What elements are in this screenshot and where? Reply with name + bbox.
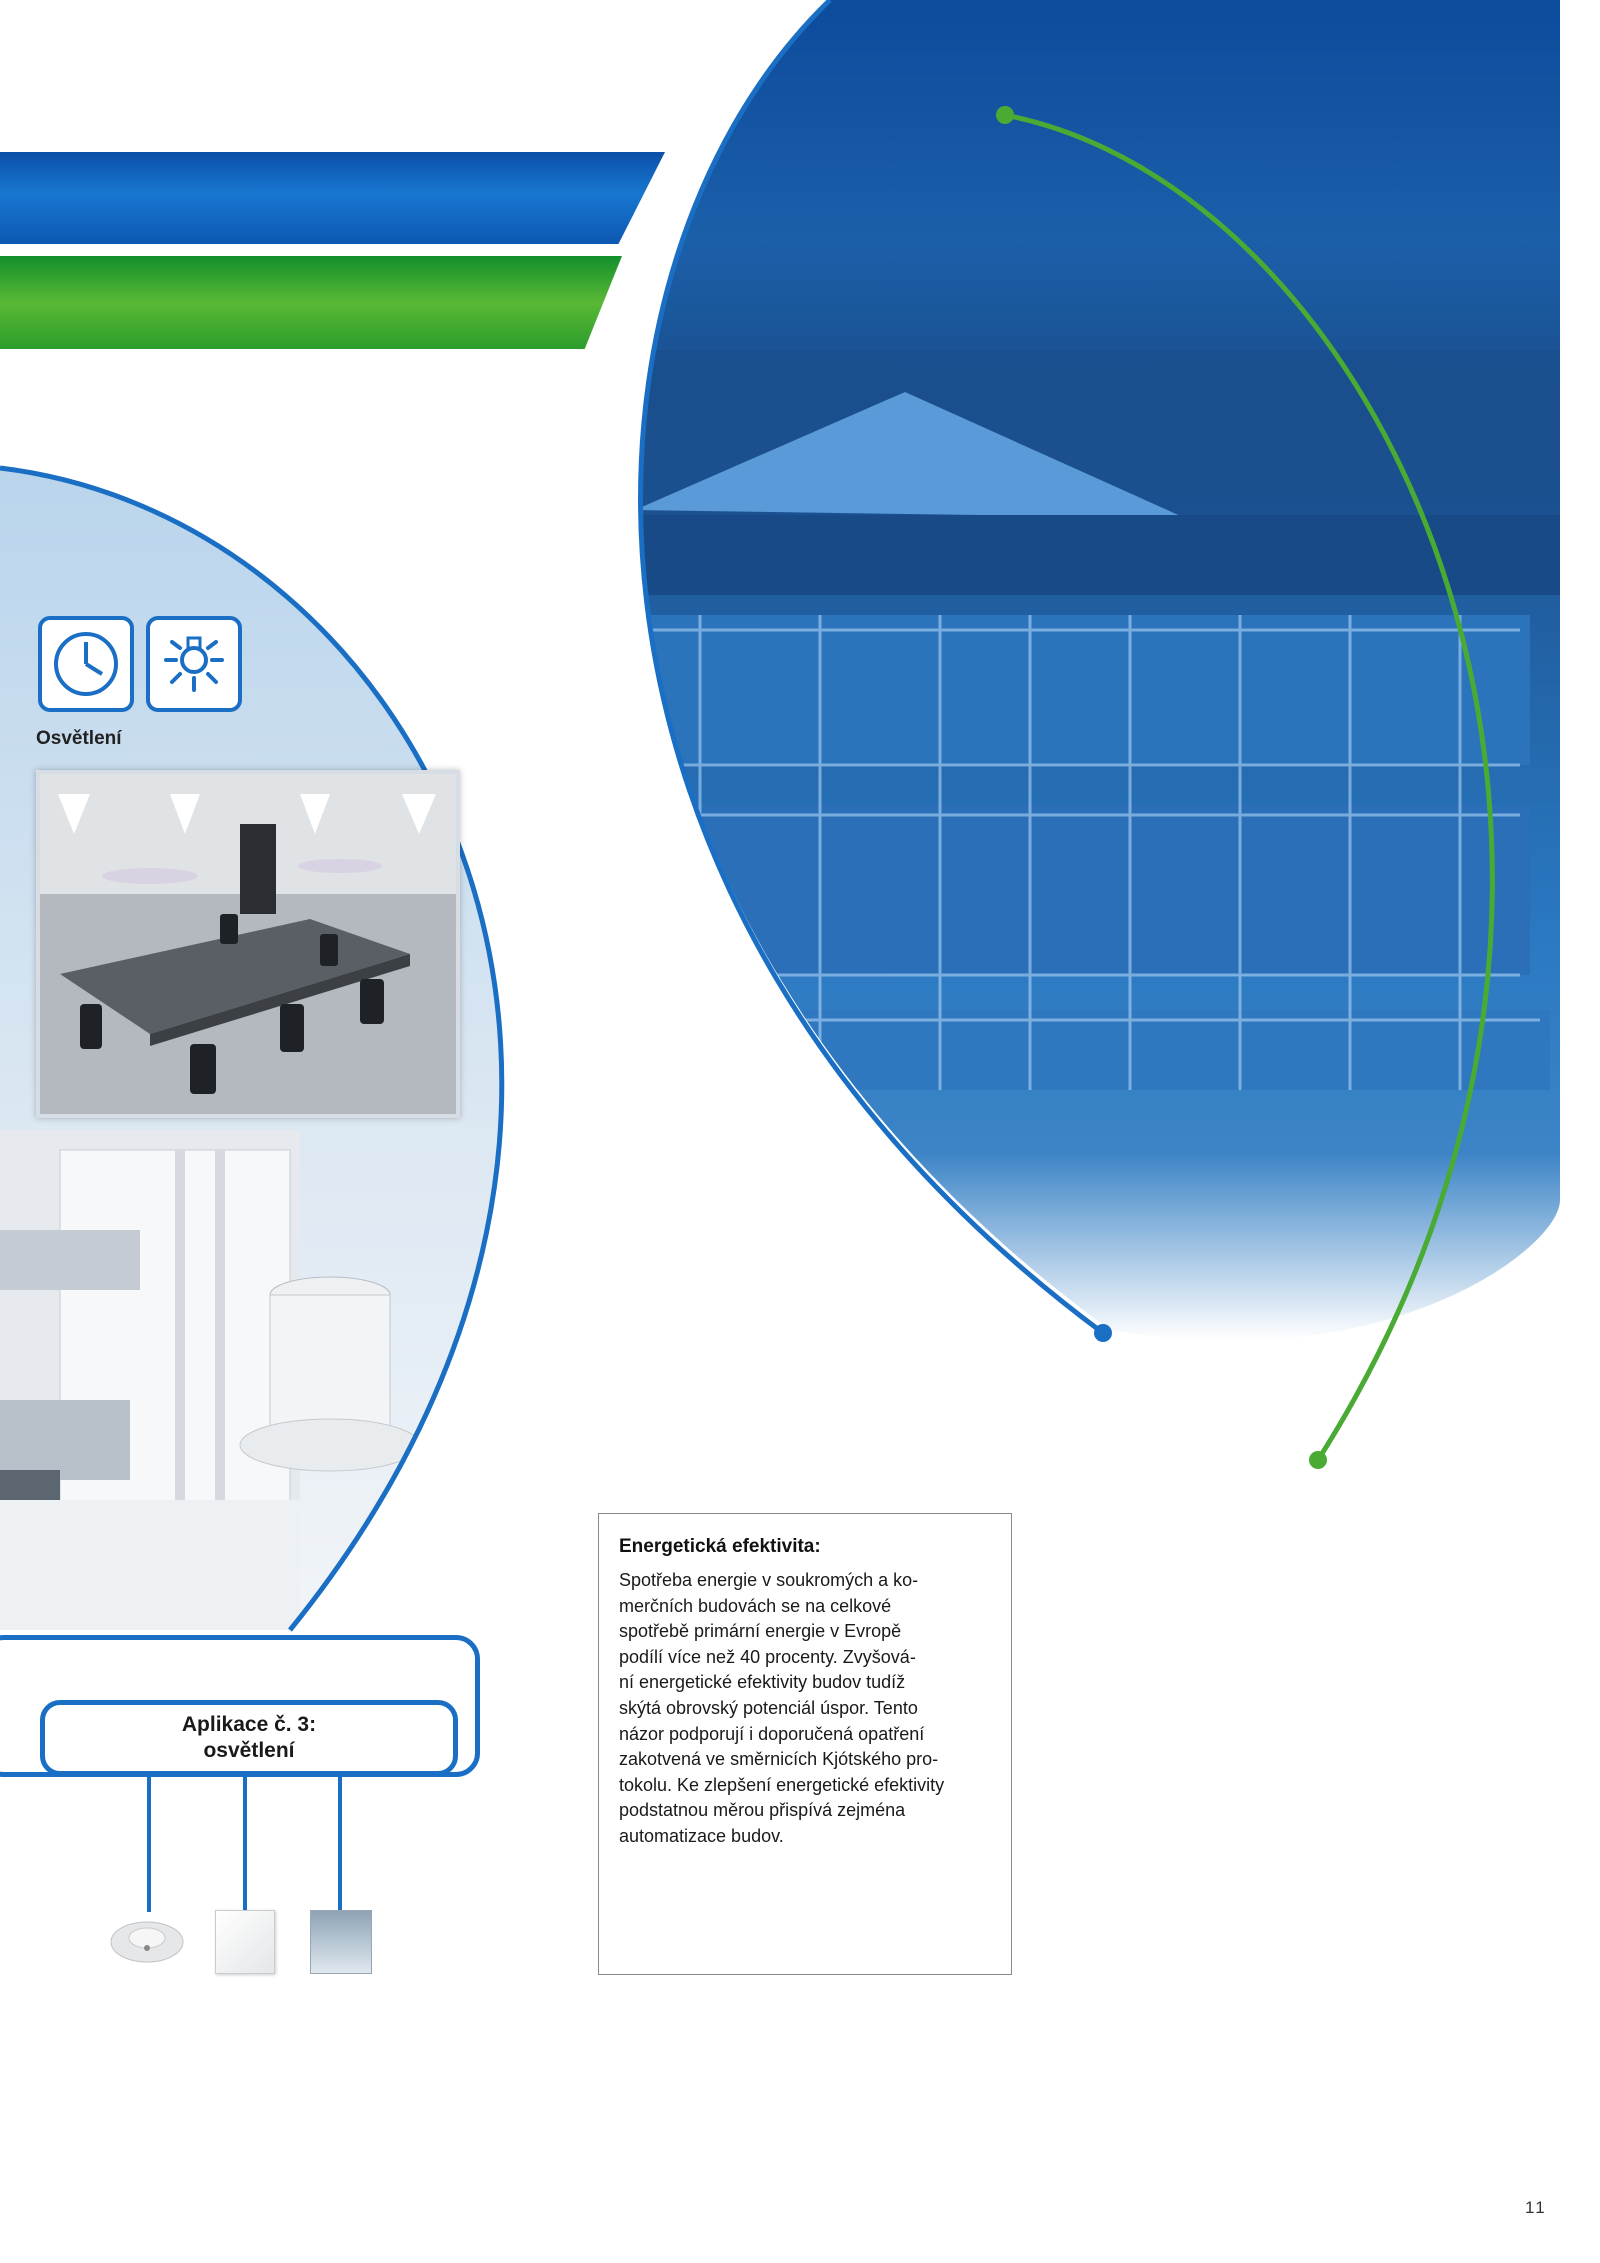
header-stripe-green <box>0 256 622 349</box>
application-label: Aplikace č. 3: osvětlení <box>40 1700 458 1776</box>
presence-detector-image <box>108 1912 186 1966</box>
application-subtitle: osvětlení <box>203 1739 295 1762</box>
energy-efficiency-text: Spotřeba energie v soukromých a ko- merč… <box>619 1570 945 1846</box>
meeting-room-photo <box>36 770 460 1118</box>
connector-line-1 <box>147 1776 151 1912</box>
connector-line-2 <box>243 1776 247 1912</box>
light-bulb-icon <box>146 616 242 712</box>
header-stripe-blue <box>0 152 665 244</box>
lighting-label: Osvětlení <box>36 728 122 749</box>
application-title: Aplikace č. 3: <box>181 1712 317 1736</box>
energy-efficiency-title: Energetická efektivita: <box>619 1536 821 1557</box>
ceiling-light-panel-image <box>310 1910 372 1974</box>
page-number: 11 <box>1525 2198 1547 2217</box>
clock-icon <box>38 616 134 712</box>
energy-efficiency-box: Energetická efektivita: Spotřeba energie… <box>598 1513 1012 1975</box>
office-building-photo <box>641 0 1560 1340</box>
push-button-switch-image <box>215 1910 275 1974</box>
connector-line-3 <box>338 1776 342 1912</box>
